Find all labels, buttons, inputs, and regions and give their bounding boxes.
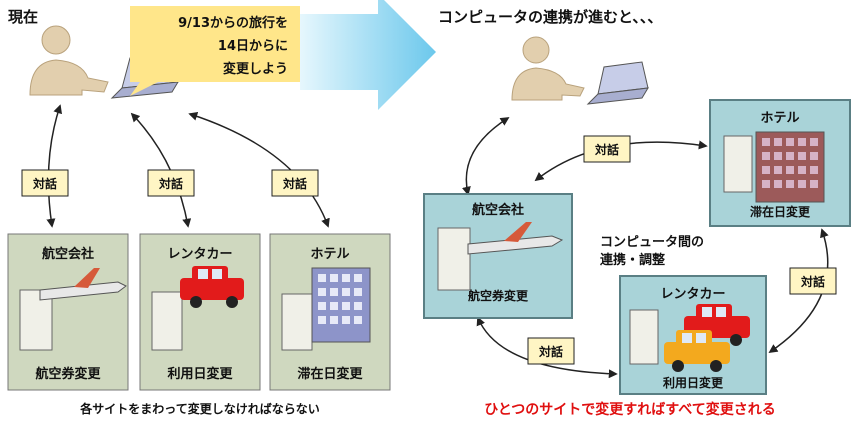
document-icon — [437, 227, 471, 291]
right-card-airline: 航空会社 航空券変更 — [423, 193, 573, 319]
speech-line-1: 9/13からの旅行を — [178, 15, 288, 31]
right-card-hotel: ホテル 滞在日変更 — [709, 99, 851, 227]
left-card-airline: 航空会社 航空券変更 — [7, 233, 129, 391]
right-caption: ひとつのサイトで変更すればすべて変更される — [484, 401, 775, 418]
right-title: コンピュータの連携が進むと、、、 — [438, 8, 662, 26]
left-card-airline-footer: 航空券変更 — [35, 366, 101, 382]
airplane-icon — [467, 222, 564, 255]
speech-line-2: 14日からに — [218, 39, 288, 54]
left-card-rental-footer: 利用日変更 — [167, 366, 233, 382]
right-dialog-label-1: 対話 — [594, 142, 619, 157]
laptop-icon — [586, 61, 649, 105]
speech-line-3: 変更しよう — [223, 61, 288, 77]
right-dialog-label-3: 対話 — [800, 274, 825, 289]
right-card-hotel-footer: 滞在日変更 — [750, 204, 811, 219]
right-dialog-label-2: 対話 — [538, 344, 563, 359]
right-dialog-box-3: 対話 — [789, 267, 837, 295]
car-icon-2 — [664, 330, 730, 372]
dialog-label-3: 対話 — [282, 176, 307, 191]
document-icon — [281, 293, 313, 351]
left-link-airline — [46, 104, 62, 228]
coordination-line-1: コンピュータ間の — [600, 235, 704, 250]
left-card-hotel-title: ホテル — [310, 247, 349, 262]
left-card-rental-title: レンタカー — [167, 247, 232, 262]
person-icon — [511, 36, 585, 101]
person-icon — [29, 25, 109, 96]
dialog-box-2: 対話 — [147, 169, 195, 197]
dialog-label-1: 対話 — [32, 176, 57, 191]
left-link-hotel — [188, 111, 330, 228]
right-link-user-airline — [462, 117, 510, 196]
left-card-rental: レンタカー 利用日変更 — [139, 233, 261, 391]
document-icon — [629, 309, 659, 365]
document-icon — [723, 135, 753, 193]
dialog-label-2: 対話 — [158, 176, 183, 191]
building-icon — [755, 131, 825, 203]
speech-bubble: 9/13からの旅行を 14日からに 変更しよう — [130, 6, 300, 96]
right-link-airline-rental — [476, 316, 618, 379]
left-title: 現在 — [8, 8, 38, 26]
right-card-rental-title: レンタカー — [660, 287, 725, 302]
right-card-rental-footer: 利用日変更 — [663, 375, 724, 390]
document-icon — [19, 289, 53, 351]
left-card-hotel: ホテル 滞在日変更 — [269, 233, 391, 391]
right-link-hotel-rental — [768, 228, 829, 354]
right-card-airline-title: 航空会社 — [472, 202, 524, 218]
right-card-airline-footer: 航空券変更 — [468, 288, 529, 303]
car-icon — [684, 304, 750, 346]
right-dialog-box-1: 対話 — [583, 135, 631, 163]
right-dialog-box-2: 対話 — [527, 337, 575, 365]
document-icon — [151, 291, 183, 351]
left-card-hotel-footer: 滞在日変更 — [297, 366, 363, 382]
building-icon — [311, 267, 371, 343]
right-card-rental: レンタカー 利用日変更 — [619, 275, 767, 395]
right-card-hotel-title: ホテル — [760, 111, 799, 126]
dialog-box-3: 対話 — [271, 169, 319, 197]
left-link-rental — [130, 112, 192, 228]
left-caption: 各サイトをまわって変更しなければならない — [79, 401, 319, 416]
airplane-icon — [39, 268, 127, 301]
left-card-airline-title: 航空会社 — [42, 246, 94, 262]
car-icon — [180, 266, 244, 308]
dialog-box-1: 対話 — [21, 169, 69, 197]
transition-arrow — [300, 0, 436, 110]
coordination-line-2: 連携・調整 — [600, 252, 666, 268]
